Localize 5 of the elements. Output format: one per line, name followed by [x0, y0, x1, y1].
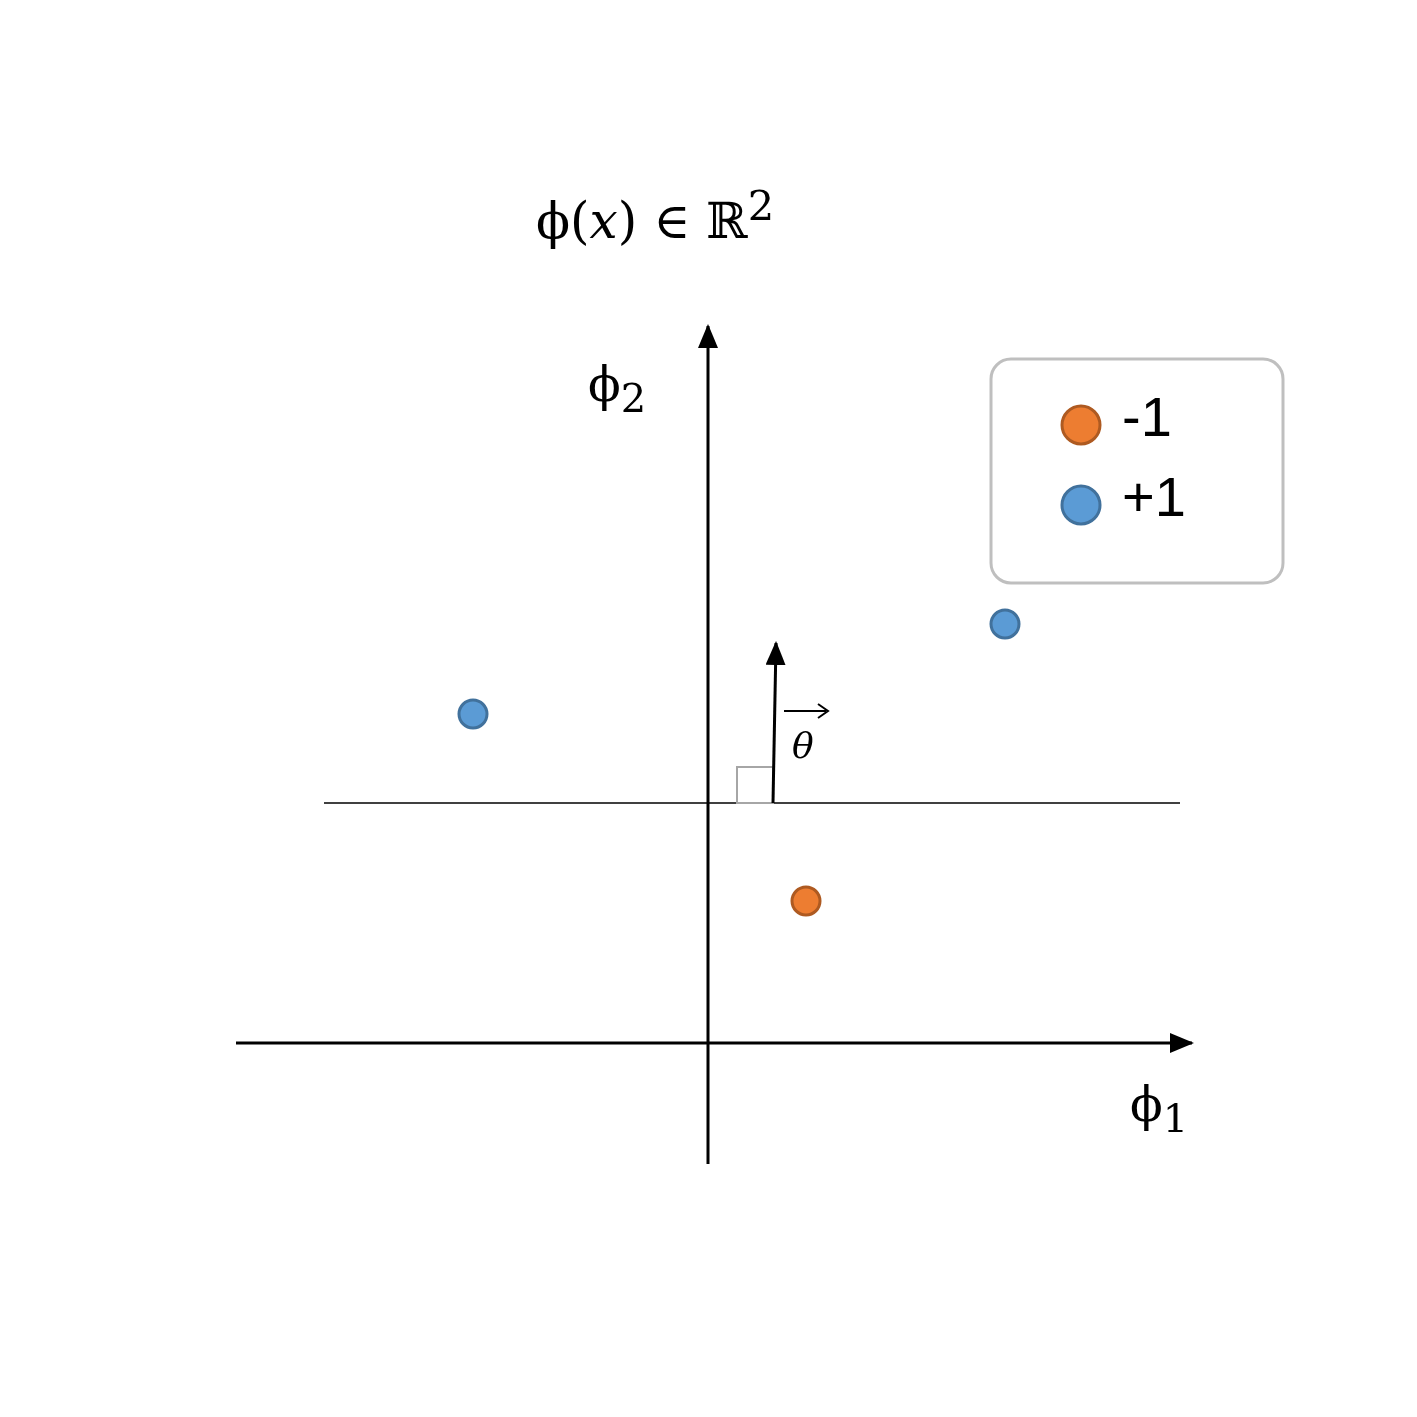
- vector-label: θ: [792, 728, 814, 764]
- axis-label: ϕ$_{1}$: [1130, 1080, 1189, 1138]
- legend-text: +1: [1122, 469, 1186, 525]
- axis-label: ϕ$_{2}$: [588, 360, 647, 418]
- legend-text: -1: [1122, 389, 1172, 445]
